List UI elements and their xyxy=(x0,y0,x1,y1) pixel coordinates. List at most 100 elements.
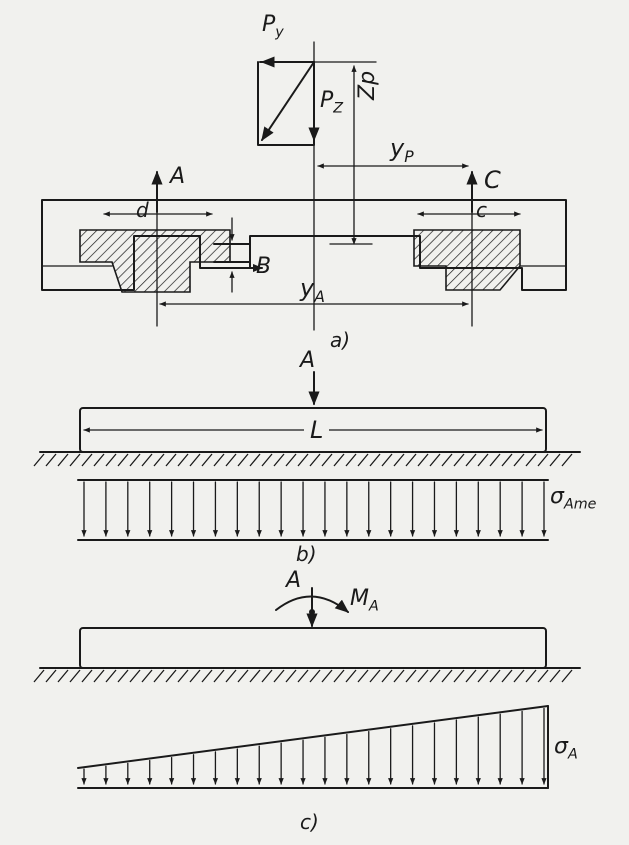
label-c-dim: c xyxy=(476,198,487,222)
ground-hatch-stroke xyxy=(333,669,345,683)
uniform-pressure-arrows xyxy=(81,481,547,537)
ground-hatch-stroke xyxy=(117,669,129,683)
force-parallelogram xyxy=(257,56,320,146)
ground-hatch-stroke xyxy=(129,669,141,683)
ground-hatch-stroke xyxy=(369,453,381,467)
right-guideway-hatched xyxy=(413,229,521,291)
label-c-reaction: C xyxy=(484,166,501,194)
ground-hatch-stroke xyxy=(525,669,537,683)
ground-hatch-stroke xyxy=(345,669,357,683)
ground-hatch-stroke xyxy=(393,669,405,683)
ground-hatch-stroke xyxy=(285,669,297,683)
ground-hatch-stroke xyxy=(189,453,201,467)
label-sigma-a: σA xyxy=(554,734,578,763)
ground-hatch-stroke xyxy=(477,453,489,467)
ground-hatch-stroke xyxy=(285,453,297,467)
label-a-load-b: A xyxy=(300,348,316,373)
ground-hatch-stroke xyxy=(177,453,189,467)
label-length-l: L xyxy=(304,418,330,442)
ground-hatch-stroke xyxy=(549,453,561,467)
ground-hatch-stroke xyxy=(513,669,525,683)
ground-hatch-stroke xyxy=(393,453,405,467)
label-ma: MA xyxy=(350,586,379,615)
ground-hatch-stroke xyxy=(33,669,45,683)
ground-hatch-stroke xyxy=(525,453,537,467)
ground-hatch-stroke xyxy=(333,453,345,467)
label-b: B xyxy=(256,254,272,279)
ground-hatch-stroke xyxy=(237,453,249,467)
caption-c: c) xyxy=(300,810,319,834)
ground-hatch-stroke xyxy=(561,669,573,683)
ground-hatch-stroke xyxy=(309,453,321,467)
ground-hatch-stroke xyxy=(117,453,129,467)
ground-hatch-stroke xyxy=(213,669,225,683)
label-pz: PZ xyxy=(320,88,344,117)
ground-hatch-c xyxy=(33,669,573,683)
ground-hatch-stroke xyxy=(189,669,201,683)
linear-pressure-arrows xyxy=(81,707,547,785)
ground-hatch-stroke xyxy=(309,669,321,683)
ground-hatch-stroke xyxy=(417,453,429,467)
ground-hatch-stroke xyxy=(237,669,249,683)
ground-hatch-stroke xyxy=(225,669,237,683)
load-top-line-c xyxy=(77,705,549,769)
ground-hatch-stroke xyxy=(417,669,429,683)
figure-b-uniform-load xyxy=(33,371,581,541)
ground-hatch-stroke xyxy=(453,453,465,467)
ground-hatch-stroke xyxy=(225,453,237,467)
label-ya: yA xyxy=(300,274,325,306)
ground-hatch-stroke xyxy=(105,669,117,683)
ground-hatch-stroke xyxy=(93,453,105,467)
ground-hatch-stroke xyxy=(465,453,477,467)
ground-hatch-stroke xyxy=(57,453,69,467)
load-point xyxy=(309,609,315,615)
label-sigma-ame: σAme xyxy=(550,484,597,513)
label-a-load-c: A xyxy=(286,568,302,593)
ground-hatch-stroke xyxy=(321,453,333,467)
ground-hatch-stroke xyxy=(273,453,285,467)
ground-hatch-stroke xyxy=(153,669,165,683)
ground-hatch-stroke xyxy=(489,669,501,683)
ground-hatch-stroke xyxy=(201,669,213,683)
figure-c-linear-load xyxy=(33,587,581,789)
ground-hatch-stroke xyxy=(141,453,153,467)
ground-hatch-stroke xyxy=(93,669,105,683)
ground-hatch-stroke xyxy=(213,453,225,467)
ground-hatch-stroke xyxy=(177,669,189,683)
ground-hatch-stroke xyxy=(561,453,573,467)
label-a-reaction: A xyxy=(170,164,186,189)
caption-a: a) xyxy=(330,328,351,352)
label-d: d xyxy=(136,198,149,222)
ground-hatch-stroke xyxy=(537,669,549,683)
ground-hatch-stroke xyxy=(549,669,561,683)
ground-hatch-stroke xyxy=(81,453,93,467)
ground-hatch-stroke xyxy=(69,453,81,467)
ground-hatch-stroke xyxy=(129,453,141,467)
ground-hatch-stroke xyxy=(477,669,489,683)
label-zp: Zp xyxy=(355,70,380,100)
ground-hatch-stroke xyxy=(321,669,333,683)
ground-hatch-stroke xyxy=(249,669,261,683)
ground-hatch-stroke xyxy=(273,669,285,683)
ground-hatch-stroke xyxy=(405,453,417,467)
moment-ma-arrow xyxy=(275,595,350,613)
ground-hatch-stroke xyxy=(141,669,153,683)
ground-hatch-stroke xyxy=(501,453,513,467)
ground-hatch-stroke xyxy=(489,453,501,467)
ground-hatch-stroke xyxy=(261,453,273,467)
ground-hatch-b xyxy=(33,453,573,467)
ground-hatch-stroke xyxy=(465,669,477,683)
ground-hatch-stroke xyxy=(429,453,441,467)
ground-hatch-stroke xyxy=(381,669,393,683)
ground-hatch-stroke xyxy=(357,669,369,683)
ground-hatch-stroke xyxy=(261,669,273,683)
clamp-b xyxy=(213,243,251,263)
ground-hatch-stroke xyxy=(45,669,57,683)
ground-hatch-stroke xyxy=(429,669,441,683)
ground-hatch-stroke xyxy=(441,669,453,683)
ground-hatch-stroke xyxy=(297,453,309,467)
ground-hatch-stroke xyxy=(369,669,381,683)
ground-hatch-stroke xyxy=(537,453,549,467)
